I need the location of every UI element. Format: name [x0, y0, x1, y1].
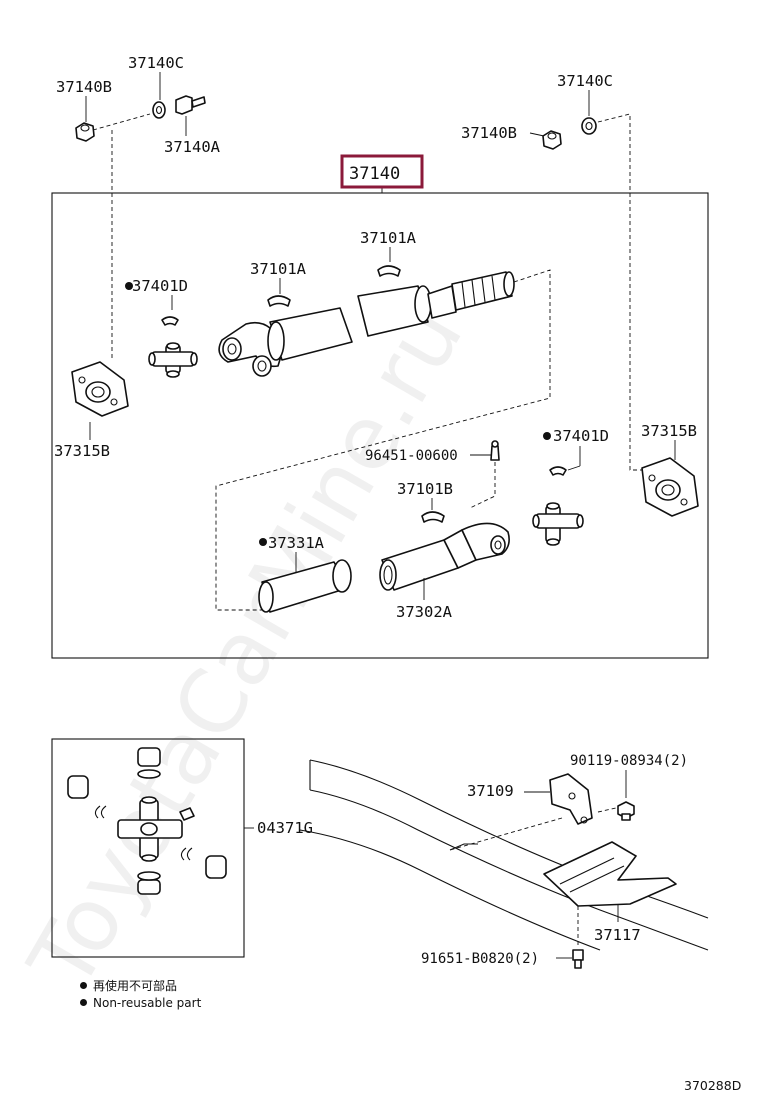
non-reusable-dot	[259, 538, 267, 546]
universal-joint-kit-parts	[67, 747, 227, 895]
snap-ring-left	[161, 316, 179, 326]
legend: 再使用不可部品 Non-reusable part	[80, 978, 201, 1012]
assembly-number-highlight	[340, 154, 424, 189]
label-96451[interactable]: 96451-00600	[365, 448, 458, 464]
label-37101A-1[interactable]: 37101A	[250, 260, 307, 278]
label-37331A[interactable]: 37331A	[268, 534, 325, 552]
label-04371G[interactable]: 04371G	[257, 819, 313, 837]
label-37140B-left[interactable]: 37140B	[56, 78, 112, 96]
grease-fitting-96451	[490, 440, 500, 461]
label-37315B-left[interactable]: 37315B	[54, 442, 110, 460]
center-bearing-bracket-37109	[549, 773, 593, 825]
label-37101B[interactable]: 37101B	[397, 480, 453, 498]
washer-37140C-left	[152, 101, 166, 119]
assembly-number-callout[interactable]: 37140	[340, 154, 424, 189]
legend-row-en: Non-reusable part	[80, 995, 201, 1012]
legend-text-ja: 再使用不可部品	[93, 979, 178, 993]
universal-joint-kit-frame	[51, 738, 245, 958]
non-reusable-dot	[543, 432, 551, 440]
legend-text-en: Non-reusable part	[93, 996, 202, 1010]
vehicle-frame-outline	[299, 759, 709, 951]
flange-yoke-left	[71, 361, 129, 417]
label-37140A[interactable]: 37140A	[164, 138, 221, 156]
label-37315B-right[interactable]: 37315B	[641, 422, 697, 440]
washer-37140C-right	[581, 117, 597, 135]
label-37140C-right[interactable]: 37140C	[557, 72, 613, 90]
bolt-37140A	[175, 95, 206, 115]
balance-weight-1	[267, 295, 291, 307]
assembly-number: 37140	[349, 164, 400, 184]
universal-joint-spider-right	[532, 502, 584, 546]
label-37140C-left[interactable]: 37140C	[128, 54, 184, 72]
assembly-frame	[51, 192, 709, 659]
label-90119[interactable]: 90119-08934(2)	[570, 753, 688, 769]
legend-dot-icon	[80, 982, 87, 989]
slip-yoke-37302A	[379, 522, 510, 591]
label-91651[interactable]: 91651-B0820(2)	[421, 951, 539, 967]
bolt-90119	[617, 801, 635, 821]
label-37302A[interactable]: 37302A	[396, 603, 453, 621]
balance-weight-3	[421, 511, 445, 523]
label-37117[interactable]: 37117	[594, 926, 641, 944]
legend-row-ja: 再使用不可部品	[80, 978, 201, 995]
snap-ring-right	[549, 466, 567, 476]
label-37101A-2[interactable]: 37101A	[360, 229, 417, 247]
label-37140B-right[interactable]: 37140B	[461, 124, 517, 142]
propeller-shaft-tube	[218, 271, 515, 377]
bolt-91651	[572, 949, 584, 969]
nut-37140B-left	[75, 122, 95, 142]
label-37401D-left[interactable]: 37401D	[132, 277, 188, 295]
balance-weight-2	[377, 265, 401, 277]
label-37401D-right[interactable]: 37401D	[553, 427, 609, 445]
non-reusable-dot	[125, 282, 133, 290]
legend-dot-icon	[80, 999, 87, 1006]
diagram-code: 370288D	[684, 1078, 742, 1093]
nut-37140B-right	[542, 130, 562, 150]
label-37109[interactable]: 37109	[467, 782, 514, 800]
flange-yoke-right	[641, 457, 699, 517]
heat-insulator-37117	[543, 841, 677, 907]
dust-sleeve-37331A	[258, 559, 352, 613]
universal-joint-spider-left	[148, 342, 198, 378]
